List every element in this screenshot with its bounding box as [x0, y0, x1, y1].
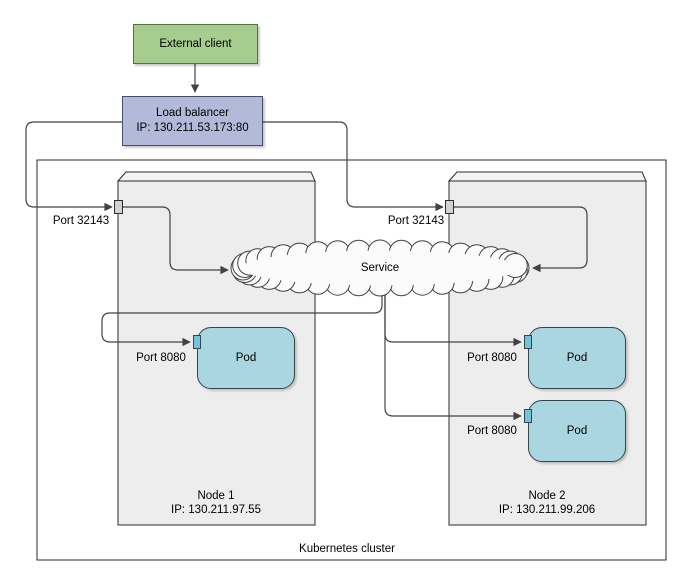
load-balancer-box: Load balancer IP: 130.211.53.173:80 — [122, 96, 263, 146]
node-2-port-connector — [445, 200, 454, 214]
edge-service-to-node1-pod — [101, 295, 383, 347]
node-1-name: Node 1 — [197, 490, 235, 502]
node-1-ip: IP: 130.211.97.55 — [171, 504, 261, 516]
node-1-label: Node 1 IP: 130.211.97.55 — [171, 489, 261, 517]
node-2-pod-2: Pod — [528, 400, 626, 462]
node-1-pod: Pod — [197, 327, 295, 389]
node-2-box-top — [447, 171, 647, 182]
node-1-pod-label: Pod — [235, 352, 257, 364]
node-1-pod-port-connector — [193, 335, 201, 349]
node-1-port-connector — [114, 200, 123, 214]
load-balancer-ip: IP: 130.211.53.173:80 — [136, 122, 249, 134]
node-2-ip: IP: 130.211.99.206 — [498, 504, 596, 516]
node-2-port-label: Port 32143 — [387, 215, 445, 227]
edge-loadbalancer-to-node2-port — [263, 121, 444, 212]
edge-node1-port-to-service — [123, 206, 229, 275]
service-cloud — [230, 239, 530, 297]
node-2-pod-2-port-connector — [524, 409, 532, 423]
node-2-name: Node 2 — [528, 490, 566, 502]
node-2-pod-2-port-label: Port 8080 — [467, 425, 517, 437]
external-client-label: External client — [159, 37, 232, 50]
load-balancer-label: Load balancer — [156, 107, 229, 119]
node-2-pod-1-port-connector — [524, 335, 532, 349]
node-2-pod-1-label: Pod — [566, 352, 588, 364]
node-2-pod-2-label: Pod — [566, 425, 588, 437]
node-2-pod-1: Pod — [528, 327, 626, 389]
edge-loadbalancer-to-node1-port — [25, 121, 122, 212]
service-label: Service — [360, 262, 400, 274]
node-2-label: Node 2 IP: 130.211.99.206 — [499, 489, 595, 517]
node-1-box-top — [116, 171, 316, 182]
node-2-pod-1-port-label: Port 8080 — [467, 352, 517, 364]
kubernetes-cluster-label: Kubernetes cluster — [299, 543, 395, 555]
node-1-port-label: Port 32143 — [52, 215, 110, 227]
edge-service-to-node2-pod2 — [384, 295, 522, 421]
external-client-box: External client — [133, 24, 258, 64]
edge-node2-port-to-service — [454, 206, 588, 273]
service-cloud-body — [241, 250, 519, 286]
node-1-pod-port-label: Port 8080 — [136, 352, 186, 364]
